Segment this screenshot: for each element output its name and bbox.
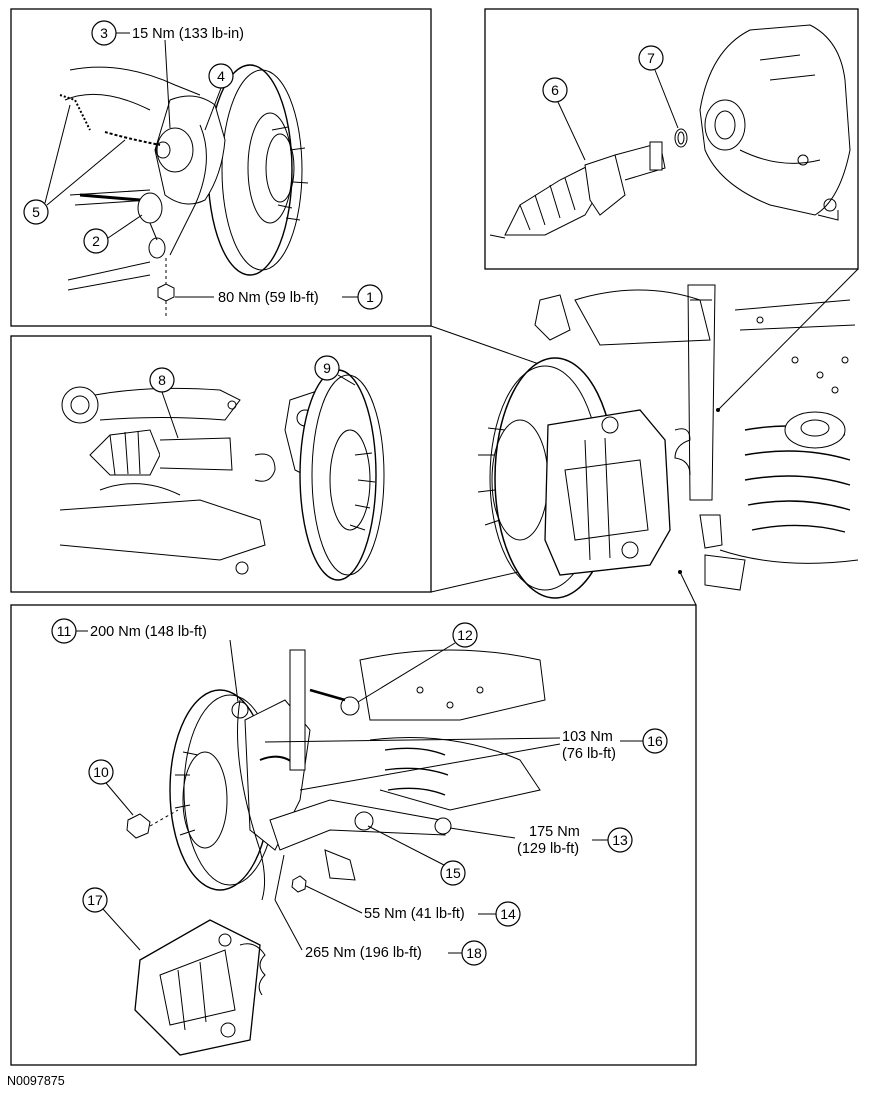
callout-4-number: 4	[217, 68, 225, 84]
torque-16-line2: (76 lb-ft)	[562, 746, 616, 762]
torque-13-line2: (129 lb-ft)	[517, 841, 579, 857]
callout-14: 55 Nm (41 lb-ft) 14	[305, 885, 521, 927]
callout-7: 7	[638, 45, 679, 129]
callout-6-number: 6	[551, 82, 559, 98]
figure-id: N0097875	[7, 1074, 65, 1088]
callout-10-number: 10	[93, 764, 109, 780]
callout-11-number: 11	[57, 623, 72, 639]
callout-8-number: 8	[158, 372, 166, 388]
callout-2-number: 2	[92, 233, 100, 249]
callout-17: 17	[82, 887, 141, 951]
halfshaft-drawing	[489, 24, 851, 239]
callout-3: 3 15 Nm (133 lb-in)	[91, 20, 244, 129]
panel-brake-bottom	[10, 604, 697, 1066]
torque-14-label: 55 Nm (41 lb-ft)	[364, 906, 465, 922]
torque-1-label: 80 Nm (59 lb-ft)	[218, 290, 319, 306]
callout-17-number: 17	[87, 892, 103, 908]
callout-15: 15	[367, 825, 466, 886]
callout-3-number: 3	[100, 25, 108, 41]
callout-15-number: 15	[445, 865, 461, 881]
callout-18-number: 18	[466, 945, 482, 961]
panel-knuckle-top-left	[10, 8, 432, 327]
callout-1: 80 Nm (59 lb-ft) 1	[175, 284, 383, 310]
torque-11-label: 200 Nm (148 lb-ft)	[90, 624, 207, 640]
callout-11: 11 200 Nm (148 lb-ft)	[51, 618, 239, 703]
callout-12: 12	[357, 622, 478, 703]
callout-16-number: 16	[647, 733, 663, 749]
callout-4: 4	[204, 63, 234, 131]
callout-5-number: 5	[32, 204, 40, 220]
callout-1-number: 1	[366, 289, 374, 305]
callout-5: 5	[23, 104, 126, 225]
panel-halfshaft	[484, 8, 859, 270]
callout-6: 6	[542, 77, 586, 161]
callout-13: 175 Nm (129 lb-ft) 13	[449, 824, 633, 857]
callout-9: 9	[314, 355, 356, 386]
hub-assembly-drawing	[59, 369, 385, 581]
callout-2: 2	[83, 214, 143, 254]
callout-16: 103 Nm (76 lb-ft) 16	[264, 728, 668, 791]
callout-8: 8	[149, 367, 179, 439]
callout-7-number: 7	[647, 50, 655, 66]
torque-3-label: 15 Nm (133 lb-in)	[132, 26, 244, 42]
callout-10: 10	[88, 759, 134, 816]
main-suspension-view	[477, 284, 859, 599]
torque-18-label: 265 Nm (196 lb-ft)	[305, 945, 422, 961]
panel-hub-middle-left	[10, 335, 432, 593]
brake-assembly-drawing	[126, 649, 546, 1056]
callout-12-number: 12	[457, 627, 473, 643]
callout-18: 265 Nm (196 lb-ft) 18	[274, 854, 487, 966]
torque-16-line1: 103 Nm	[562, 729, 613, 745]
leader-dot	[716, 408, 720, 412]
callout-13-number: 13	[612, 832, 628, 848]
callout-14-number: 14	[500, 906, 516, 922]
leader-dot	[678, 570, 682, 574]
knuckle-assembly-drawing	[59, 64, 309, 318]
callout-9-number: 9	[323, 360, 331, 376]
torque-13-line1: 175 Nm	[529, 824, 580, 840]
